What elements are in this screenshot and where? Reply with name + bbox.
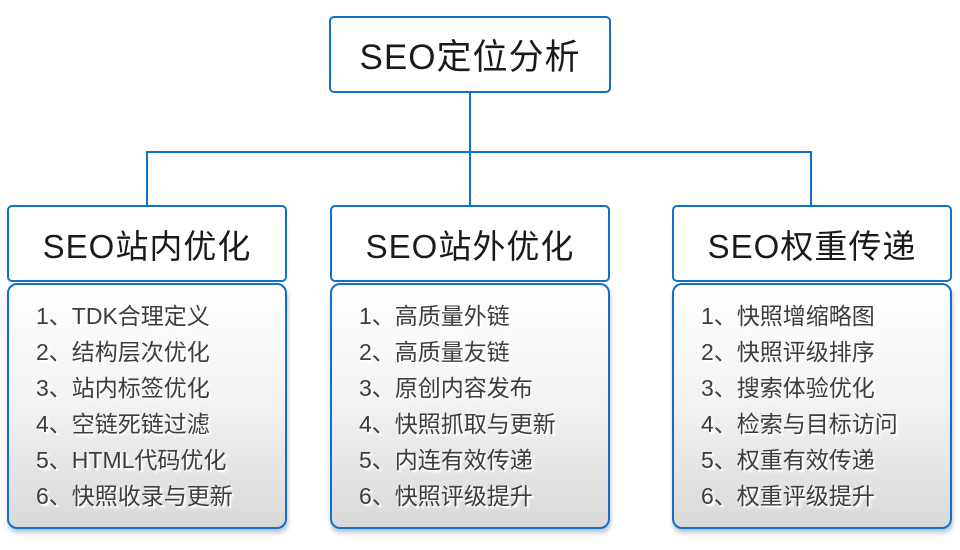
list-item: 6、快照收录与更新 (36, 483, 233, 509)
connector-drop-right (810, 151, 812, 207)
list-item: 3、搜索体验优化 (701, 375, 875, 401)
list-item: 5、HTML代码优化 (36, 447, 227, 473)
list-item: 6、权重评级提升 (701, 483, 875, 509)
connector-root-stem (469, 93, 471, 152)
list-item: 3、站内标签优化 (36, 375, 210, 401)
root-node: SEO定位分析 (329, 16, 611, 93)
branch-offsite-list: 1、高质量外链 2、高质量友链 3、原创内容发布 4、快照抓取与更新 5、内连有… (330, 283, 610, 529)
branch-weight-title: SEO权重传递 (707, 227, 917, 265)
branch-weight-header: SEO权重传递 (672, 205, 952, 282)
branch-onsite-list: 1、TDK合理定义 2、结构层次优化 3、站内标签优化 4、空链死链过滤 5、H… (7, 283, 287, 529)
list-item: 4、快照抓取与更新 (359, 411, 556, 437)
branch-onsite-header: SEO站内优化 (7, 205, 287, 282)
root-node-label: SEO定位分析 (359, 38, 581, 77)
branch-weight-list: 1、快照增缩略图 2、快照评级排序 3、搜索体验优化 4、检索与目标访问 5、权… (672, 283, 952, 529)
connector-horizontal (146, 151, 812, 153)
branch-weight: SEO权重传递 1、快照增缩略图 2、快照评级排序 3、搜索体验优化 4、检索与… (672, 205, 952, 529)
connector-drop-middle (469, 151, 471, 207)
list-item: 4、检索与目标访问 (701, 411, 898, 437)
branch-offsite-header: SEO站外优化 (330, 205, 610, 282)
list-item: 5、权重有效传递 (701, 447, 875, 473)
list-item: 4、空链死链过滤 (36, 411, 210, 437)
list-item: 1、快照增缩略图 (701, 303, 875, 329)
list-item: 2、结构层次优化 (36, 339, 210, 365)
connector-drop-left (146, 151, 148, 207)
list-item: 2、高质量友链 (359, 339, 510, 365)
list-item: 2、快照评级排序 (701, 339, 875, 365)
branch-onsite: SEO站内优化 1、TDK合理定义 2、结构层次优化 3、站内标签优化 4、空链… (7, 205, 287, 529)
list-item: 5、内连有效传递 (359, 447, 533, 473)
list-item: 6、快照评级提升 (359, 483, 533, 509)
branch-onsite-title: SEO站内优化 (42, 227, 252, 265)
list-item: 1、高质量外链 (359, 303, 510, 329)
list-item: 1、TDK合理定义 (36, 303, 210, 329)
list-item: 3、原创内容发布 (359, 375, 533, 401)
branch-offsite: SEO站外优化 1、高质量外链 2、高质量友链 3、原创内容发布 4、快照抓取与… (330, 205, 610, 529)
branch-offsite-title: SEO站外优化 (365, 227, 575, 265)
